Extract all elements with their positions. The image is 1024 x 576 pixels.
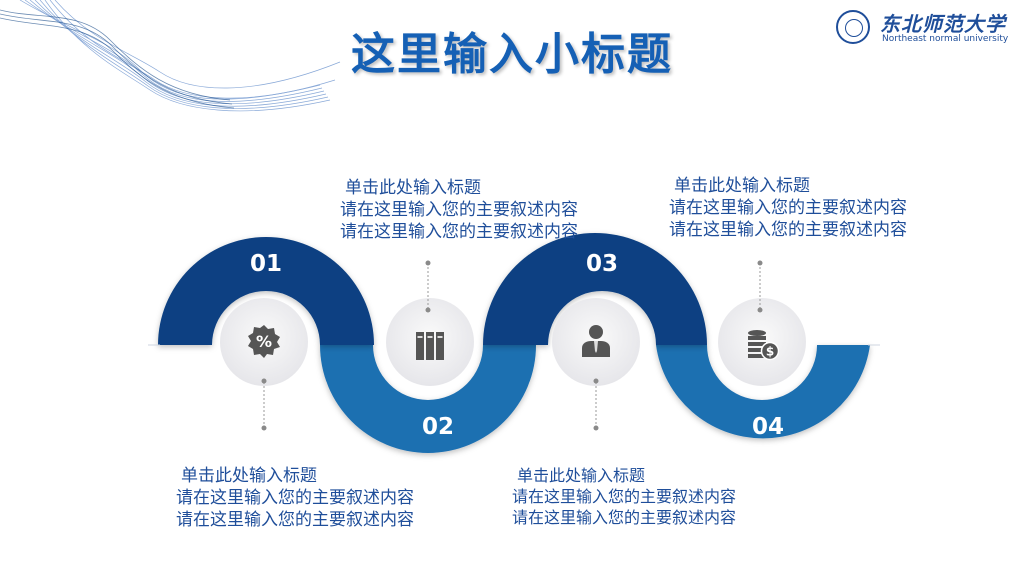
binders-icon [416, 332, 444, 360]
svg-text:%: % [256, 332, 272, 351]
step-desc-line: 请在这里输入您的主要叙述内容 [512, 508, 737, 527]
ribbon-segment-04 [656, 345, 870, 439]
step-desc-line: 请在这里输入您的主要叙述内容 [340, 200, 578, 220]
step-title: 单击此处输入标题 [345, 178, 481, 198]
logo-name: 东北师范大学 [880, 12, 1006, 36]
step-desc-line: 请在这里输入您的主要叙述内容 [340, 222, 578, 242]
step-desc-line: 请在这里输入您的主要叙述内容 [669, 220, 907, 240]
university-seal-icon [836, 10, 870, 44]
logo-subtitle: Northeast normal university [882, 34, 1009, 44]
step-number-02: 02 [421, 414, 454, 440]
svg-text:$: $ [766, 345, 774, 359]
step-text-04: 单击此处输入标题 请在这里输入您的主要叙述内容 请在这里输入您的主要叙述内容 [669, 175, 907, 241]
university-logo: 东北师范大学 Northeast normal university [836, 8, 1009, 48]
page-title: 这里输入小标题 [351, 29, 673, 80]
step-desc-line: 请在这里输入您的主要叙述内容 [176, 488, 414, 508]
ribbon-segment-03 [483, 233, 707, 345]
step-desc-line: 请在这里输入您的主要叙述内容 [512, 487, 737, 506]
step-title: 单击此处输入标题 [517, 466, 646, 485]
step-desc-line: 请在这里输入您的主要叙述内容 [176, 510, 414, 530]
ribbon-segment-02 [320, 345, 536, 453]
step-number-04: 04 [751, 414, 784, 440]
step-title: 单击此处输入标题 [181, 466, 317, 486]
step-desc-line: 请在这里输入您的主要叙述内容 [669, 198, 907, 218]
step-text-02: 单击此处输入标题 请在这里输入您的主要叙述内容 请在这里输入您的主要叙述内容 [340, 177, 578, 243]
step-text-01: 单击此处输入标题 请在这里输入您的主要叙述内容 请在这里输入您的主要叙述内容 [176, 465, 414, 531]
step-number-01: 01 [249, 251, 282, 277]
step-text-03: 单击此处输入标题 请在这里输入您的主要叙述内容 请在这里输入您的主要叙述内容 [512, 465, 736, 528]
decorative-wave [0, 0, 341, 112]
ribbon-segment-01 [158, 237, 374, 345]
percent-badge-icon: % [248, 325, 280, 358]
step-title: 单击此处输入标题 [674, 176, 810, 196]
coin-stack-icon: $ [748, 330, 779, 361]
step-number-03: 03 [585, 251, 618, 277]
businessman-icon [582, 325, 610, 357]
